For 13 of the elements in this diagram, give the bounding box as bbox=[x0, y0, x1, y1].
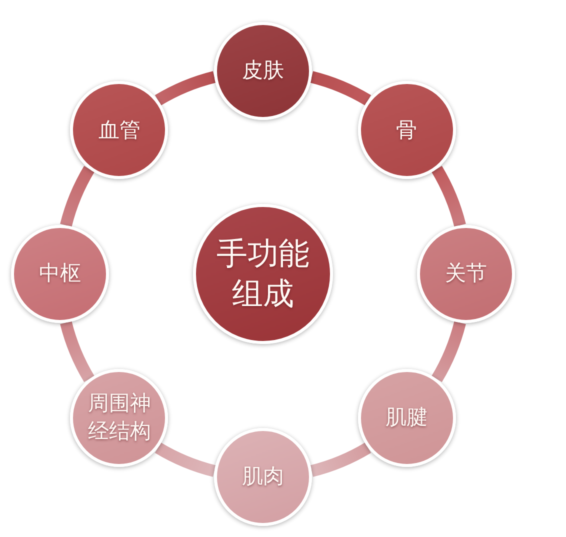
topic-circle: 皮肤 bbox=[214, 22, 312, 120]
topic-circle: 关节 bbox=[417, 225, 515, 323]
topic-circle: 肌肉 bbox=[214, 428, 312, 526]
ring-arc bbox=[432, 321, 466, 382]
ring-arc bbox=[60, 321, 94, 382]
ring-arc bbox=[310, 71, 371, 106]
ring-arc bbox=[310, 442, 371, 477]
hub-circle: 手功能组成 bbox=[193, 204, 333, 344]
ring-arc bbox=[155, 71, 216, 106]
ring-arc bbox=[155, 442, 216, 477]
topic-circle: 中枢 bbox=[11, 225, 109, 323]
ring-arc bbox=[60, 166, 94, 227]
ring-arc bbox=[432, 166, 466, 227]
